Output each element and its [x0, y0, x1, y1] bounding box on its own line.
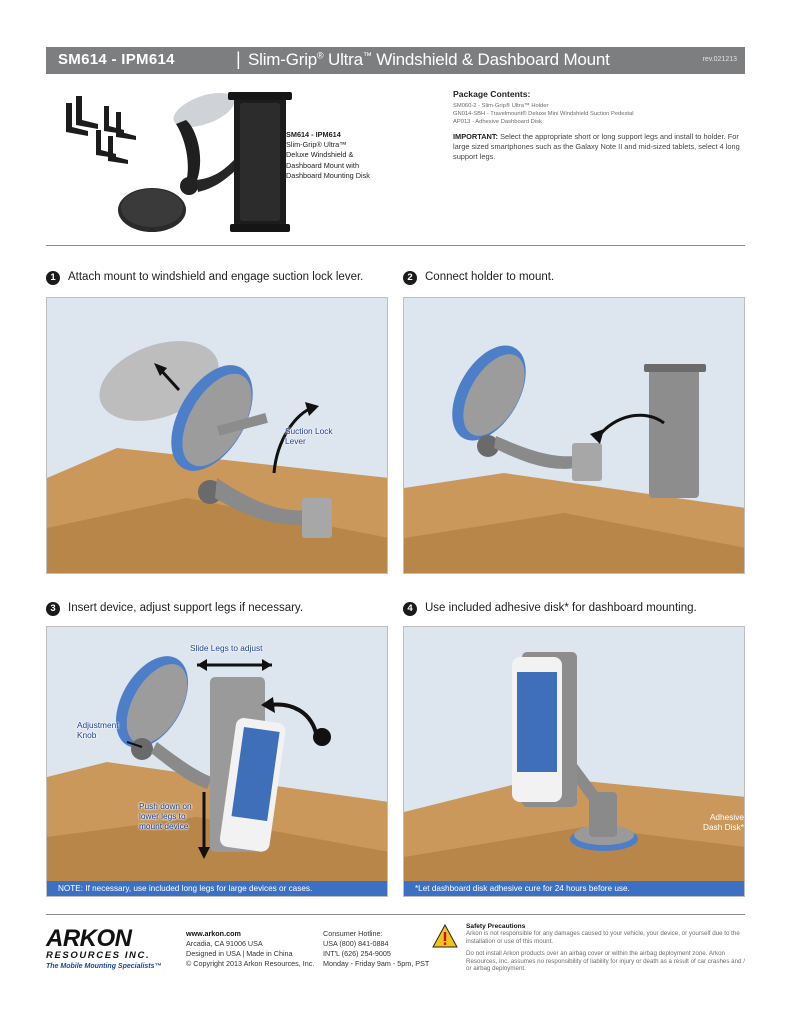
step-2-illustration: [403, 297, 745, 574]
copyright-text: © Copyright 2013 Arkon Resources, Inc.: [186, 959, 315, 968]
hotline-intl: INT'L (626) 254-9005: [323, 949, 391, 958]
hotline-usa: USA (800) 841-0884: [323, 939, 389, 948]
adhesive-disk-label: Adhesive Dash Disk*: [702, 812, 744, 832]
package-item: AP013 - Adhesive Dashboard Disk: [453, 119, 542, 125]
header-bar: SM614 - IPM614 | Slim-Grip® Ultra™ Winds…: [46, 47, 745, 74]
slide-legs-label: Slide Legs to adjust: [190, 643, 263, 653]
hotline-title: Consumer Hotline:: [323, 929, 383, 938]
step-4-heading: 4 Use included adhesive disk* for dashbo…: [403, 602, 743, 620]
step-instruction: Insert device, adjust support legs if ne…: [68, 602, 304, 614]
safety-text: Arkon is not responsible for any damages…: [466, 930, 740, 945]
model-number: SM614 - IPM614: [58, 51, 175, 68]
suction-mount-image: [173, 92, 242, 195]
step-2-heading: 2 Connect holder to mount.: [403, 271, 743, 289]
brand-name: ARKON: [46, 925, 132, 952]
safety-text: Do not install Arkon products over an ai…: [466, 950, 745, 973]
footer-divider: [46, 914, 745, 915]
page-title: Slim-Grip® Ultra™ Windshield & Dashboard…: [248, 50, 610, 69]
product-caption-title: SM614 - IPM614: [286, 130, 341, 139]
suction-lock-label: Suction Lock Lever: [285, 426, 333, 446]
hotline-hours: Monday - Friday 9am - 5pm, PST: [323, 959, 430, 968]
step-instruction: Attach mount to windshield and engage su…: [68, 271, 364, 283]
origin-text: Designed in USA | Made in China: [186, 949, 293, 958]
step-number-badge: 3: [46, 602, 60, 616]
step-1-illustration: Suction Lock Lever: [46, 297, 388, 574]
company-address: Arcadia, CA 91006 USA: [186, 939, 263, 948]
step-3-note: NOTE: If necessary, use included long le…: [47, 881, 387, 896]
brand-subtitle: RESOURCES INC.: [46, 950, 151, 961]
package-contents: Package Contents: SM060-2 - Slim-Grip® U…: [453, 89, 753, 163]
important-note: IMPORTANT: Select the appropriate short …: [453, 132, 740, 162]
step-3-heading: 3 Insert device, adjust support legs if …: [46, 602, 386, 620]
step-number-badge: 4: [403, 602, 417, 616]
product-caption-line: Dashboard Mounting Disk: [286, 170, 370, 180]
package-contents-title: Package Contents:: [453, 89, 531, 99]
step-4-note: *Let dashboard disk adhesive cure for 24…: [404, 881, 744, 896]
step-4-illustration: Adhesive Dash Disk* *Let dashboard disk …: [403, 626, 745, 897]
package-item: SM060-2 - Slim-Grip® Ultra™ Holder: [453, 103, 549, 109]
warning-icon: [432, 924, 458, 948]
header-separator: |: [236, 49, 241, 69]
product-caption-line: Deluxe Windshield &: [286, 150, 354, 160]
step-3-illustration: Slide Legs to adjust Adjustment Knob Pus…: [46, 626, 388, 897]
step-1-heading: 1 Attach mount to windshield and engage …: [46, 271, 386, 289]
section-divider: [46, 245, 745, 246]
step-number-badge: 1: [46, 271, 60, 285]
arkon-logo: ARKON RESOURCES INC. The Mobile Mounting…: [46, 925, 176, 971]
push-legs-label: Push down on lower legs to mount device: [139, 801, 192, 831]
safety-precautions: Safety Precautions Arkon is not responsi…: [466, 923, 746, 977]
holder-image: [228, 92, 292, 232]
support-legs-image: [66, 96, 136, 164]
consumer-hotline: Consumer Hotline: USA (800) 841-0884 INT…: [323, 929, 429, 969]
step-instruction: Connect holder to mount.: [425, 271, 555, 283]
step-number-badge: 2: [403, 271, 417, 285]
product-caption: SM614 - IPM614 Slim-Grip® Ultra™ Deluxe …: [286, 130, 416, 181]
step-instruction: Use included adhesive disk* for dashboar…: [425, 602, 697, 614]
company-contact: www.arkon.com Arcadia, CA 91006 USA Desi…: [186, 929, 314, 969]
brand-tagline: The Mobile Mounting Specialists™: [46, 963, 162, 970]
product-photo: [66, 92, 292, 232]
product-caption-line: Dashboard Mount with: [286, 160, 360, 170]
website-link[interactable]: www.arkon.com: [186, 929, 241, 938]
adjustment-knob-label: Adjustment Knob: [77, 720, 119, 740]
safety-title: Safety Precautions: [466, 923, 526, 930]
product-caption-line: Slim-Grip® Ultra™: [286, 140, 347, 150]
package-item: GN014-SBH - Travelmount® Deluxe Mini Win…: [453, 111, 634, 117]
revision-code: rev.021213: [702, 56, 737, 63]
